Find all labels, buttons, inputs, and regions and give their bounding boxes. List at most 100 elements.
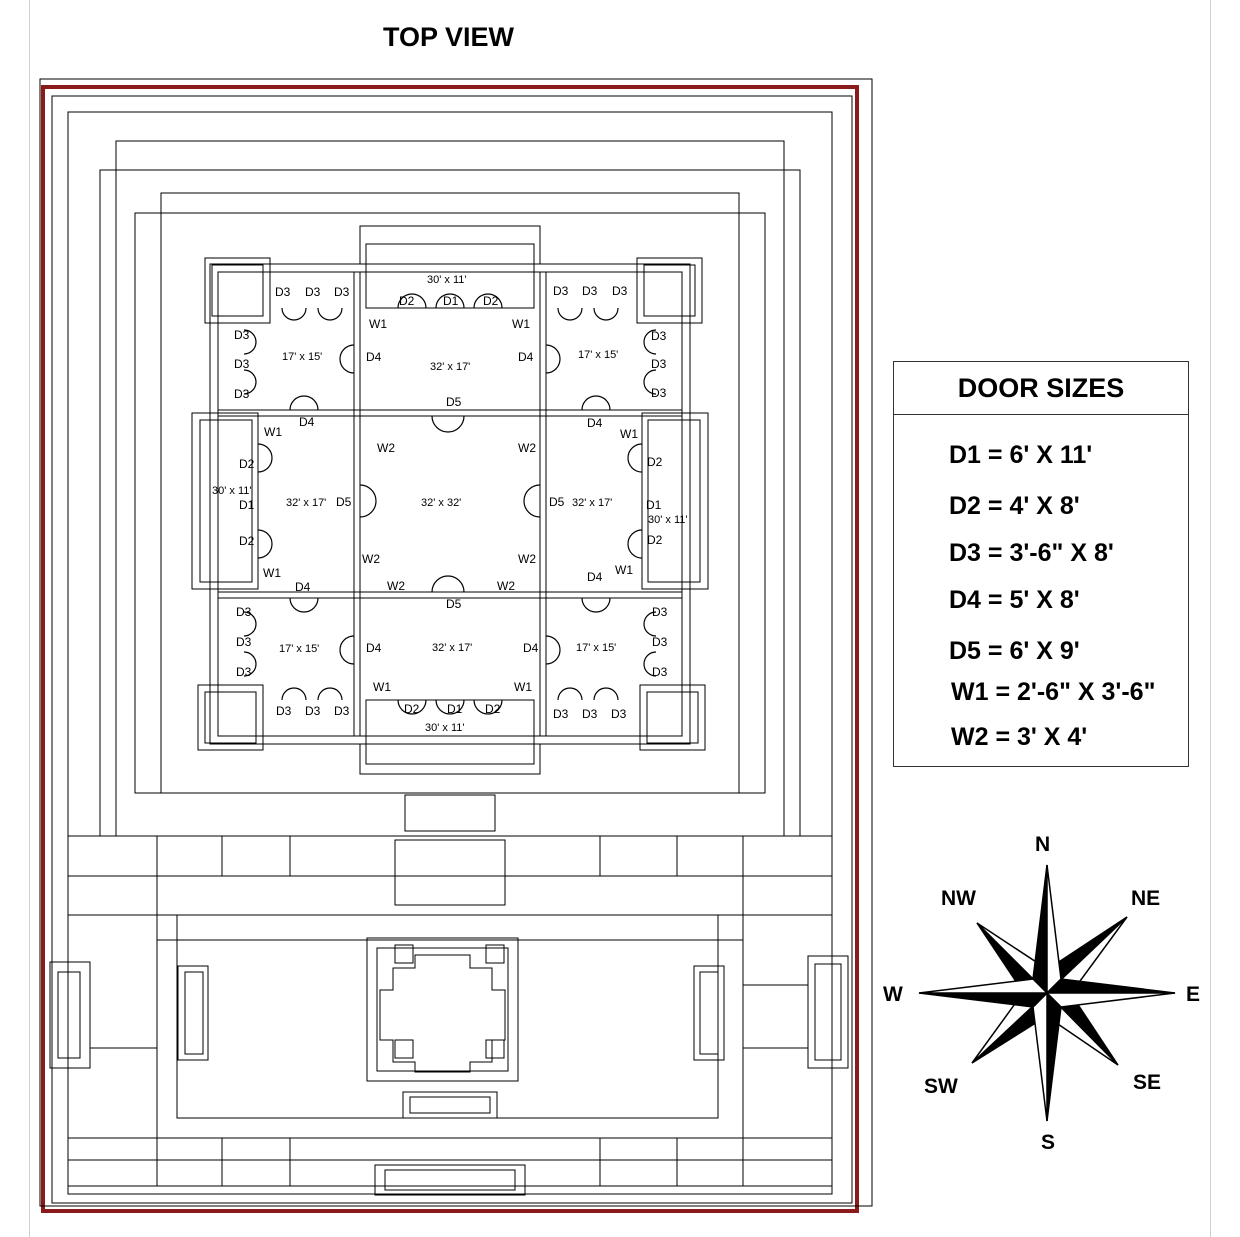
window-label: W1: [615, 563, 633, 577]
door-label: D3: [275, 285, 291, 299]
plot-boundary: [41, 85, 859, 1213]
shrine: [379, 954, 506, 1073]
door-label: D3: [234, 387, 250, 401]
room-corner-tr: 17' x 15': [578, 349, 618, 361]
window-label: W1: [263, 566, 281, 580]
window-label: W1: [514, 680, 532, 694]
right-sheet-border: [1210, 0, 1211, 1237]
door-label: D3: [305, 704, 321, 718]
steps-upper: [404, 794, 496, 832]
door-label: D3: [651, 329, 667, 343]
tower-tl: [204, 257, 271, 324]
door-label: D3: [612, 284, 628, 298]
tower-br: [639, 684, 706, 751]
room-hall-right: 32' x 17': [572, 497, 612, 509]
window-label: W2: [518, 552, 536, 566]
room-porch-bottom: 30' x 11': [425, 722, 464, 734]
door-label: D1: [447, 702, 463, 716]
plinth: [160, 192, 740, 794]
main-gate: [374, 1164, 526, 1196]
window-label: W1: [264, 425, 282, 439]
window-label: W2: [377, 441, 395, 455]
legend-item-d4: D4 = 5' X 8': [949, 586, 1080, 614]
window-label: W2: [497, 579, 515, 593]
room-hall-top: 32' x 17': [430, 361, 470, 373]
shrine-courtyard: [176, 914, 719, 1119]
door-sizes-legend: DOOR SIZES D1 = 6' X 11' D2 = 4' X 8' D3…: [893, 361, 1189, 767]
legend-heading: DOOR SIZES: [894, 362, 1188, 415]
terrace-1: [51, 95, 853, 1204]
door-label: D2: [483, 294, 499, 308]
window-label: W2: [387, 579, 405, 593]
door-label: D4: [587, 416, 603, 430]
door-label: D5: [336, 495, 352, 509]
window-label: W1: [369, 317, 387, 331]
room-center: 32' x 32': [421, 497, 461, 509]
room-hall-bottom: 32' x 17': [432, 642, 472, 654]
window-label: W1: [373, 680, 391, 694]
door-label: D5: [446, 597, 462, 611]
door-label: D2: [647, 455, 663, 469]
door-label: D4: [587, 570, 603, 584]
legend-item-w2: W2 = 3' X 4': [951, 723, 1088, 751]
legend-item-w1: W1 = 2'-6" X 3'-6": [951, 678, 1156, 706]
porch-bottom: [359, 743, 541, 775]
window-label: W1: [512, 317, 530, 331]
page-title: TOP VIEW: [383, 22, 515, 52]
door-label: D2: [647, 533, 663, 547]
door-label: D3: [553, 284, 569, 298]
door-label: D4: [299, 415, 315, 429]
room-porch-right: 30' x 11': [648, 514, 687, 526]
compass-w: W: [883, 983, 903, 1006]
altar: [402, 1091, 498, 1119]
door-label: D4: [295, 580, 311, 594]
door-label: D1: [239, 498, 255, 512]
compass-rose: N NE E SE S SW W NW: [883, 833, 1200, 1154]
site-outline: [39, 78, 873, 1207]
left-sheet-border: [29, 0, 30, 1237]
tower-bl: [197, 684, 264, 751]
door-label: D3: [305, 285, 321, 299]
door-label: D3: [651, 386, 667, 400]
door-label: D2: [399, 294, 415, 308]
door-label: D3: [553, 707, 569, 721]
window-label: W2: [362, 552, 380, 566]
door-label: D4: [366, 641, 382, 655]
compass-n: N: [1035, 833, 1050, 856]
legend-item-d5: D5 = 6' X 9': [949, 637, 1080, 665]
door-label: D3: [236, 665, 252, 679]
room-porch-top: 30' x 11': [427, 274, 466, 286]
compass-se: SE: [1133, 1071, 1161, 1094]
door-label: D2: [404, 702, 420, 716]
door-label: D3: [582, 707, 598, 721]
door-label: D2: [485, 702, 501, 716]
door-label: D4: [366, 350, 382, 364]
door-label: D3: [236, 635, 252, 649]
door-label: D3: [234, 328, 250, 342]
gate-right: [807, 955, 849, 1069]
legend-item-d1: D1 = 6' X 11': [949, 441, 1093, 469]
door-label: D3: [652, 665, 668, 679]
steps-lower: [394, 839, 506, 906]
legend-item-d3: D3 = 3'-6" X 8': [949, 539, 1114, 567]
compass-ne: NE: [1131, 887, 1160, 910]
door-label: D3: [234, 357, 250, 371]
room-porch-left: 30' x 11': [212, 485, 251, 497]
door-label: D2: [239, 534, 255, 548]
door-label: D4: [518, 350, 534, 364]
door-label: D3: [652, 605, 668, 619]
tower-tr: [636, 257, 703, 324]
gate-left: [49, 961, 91, 1069]
porch-top: [359, 225, 541, 265]
door-label: D3: [334, 704, 350, 718]
door-label: D5: [446, 395, 462, 409]
compass-s: S: [1041, 1131, 1055, 1154]
floor-plan: 30' x 11' 30' x 11' 30' x 11' 30' x 11' …: [39, 78, 873, 1213]
door-label: D3: [611, 707, 627, 721]
door-label: D2: [239, 457, 255, 471]
door-label: D4: [523, 641, 539, 655]
compass-nw: NW: [941, 887, 976, 910]
room-hall-left: 32' x 17': [286, 497, 326, 509]
door-label: D3: [582, 284, 598, 298]
room-corner-bl: 17' x 15': [279, 643, 319, 655]
